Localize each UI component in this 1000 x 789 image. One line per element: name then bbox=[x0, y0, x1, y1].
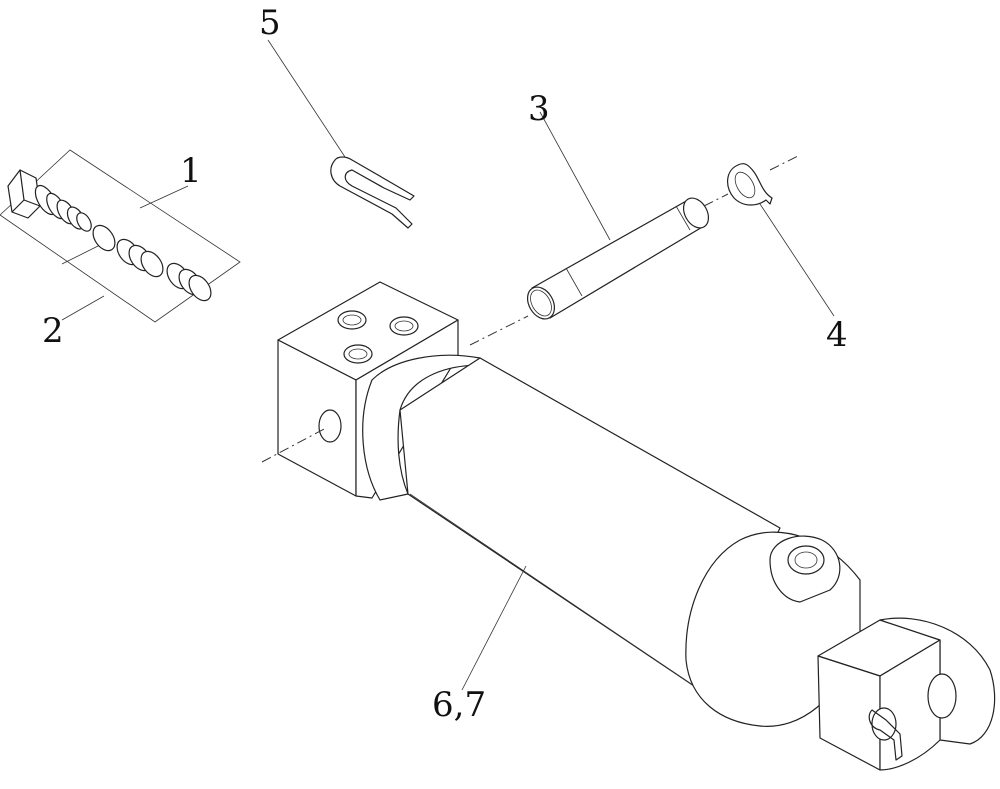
seal-rings bbox=[92, 224, 212, 302]
callout-4: 4 bbox=[826, 315, 848, 355]
cylinder-assembly bbox=[261, 281, 996, 771]
callout-2: 2 bbox=[42, 311, 64, 351]
callout-3: 3 bbox=[528, 89, 550, 129]
pin bbox=[469, 111, 710, 346]
retaining-ring bbox=[703, 155, 835, 317]
callout-1: 1 bbox=[180, 151, 202, 191]
hairpin-clip bbox=[267, 39, 415, 229]
callout-5: 5 bbox=[259, 3, 281, 43]
barrel bbox=[399, 357, 781, 691]
fitting bbox=[7, 169, 92, 232]
callout-6-7: 6,7 bbox=[432, 685, 487, 725]
fitting-and-seals bbox=[0, 149, 241, 323]
